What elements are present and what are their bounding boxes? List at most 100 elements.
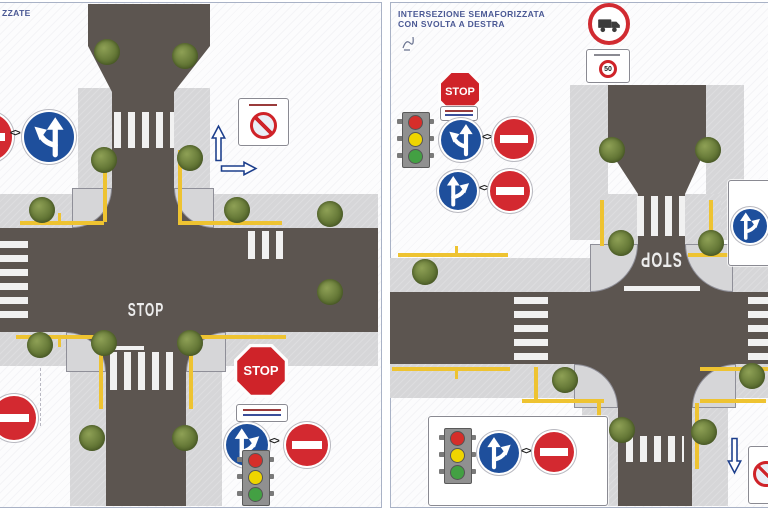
tree-icon <box>412 259 438 285</box>
curb-tick <box>455 246 458 254</box>
curb-marking <box>178 150 182 222</box>
tree-icon <box>94 39 120 65</box>
traffic-light-icon <box>237 450 274 506</box>
speed-limit-panel: 50 <box>586 49 630 83</box>
sign-panel <box>748 446 768 504</box>
tree-icon <box>695 137 721 163</box>
exchange-symbol: <> <box>521 446 532 457</box>
curb-marking <box>600 200 604 246</box>
tree-icon <box>91 147 117 173</box>
tree-icon <box>691 419 717 445</box>
truck-ban-sign-icon <box>588 3 630 45</box>
stop-supplementary-panel <box>440 106 478 121</box>
panel-fine-print <box>243 414 281 416</box>
curb-tick <box>58 339 61 347</box>
curb-marking <box>392 367 510 371</box>
exchange-symbol: <> <box>482 132 493 143</box>
curb-tick <box>58 213 61 221</box>
tree-icon <box>698 230 724 256</box>
crosswalk <box>748 296 768 360</box>
annotation-squiggle-icon <box>400 34 416 52</box>
stop-supplementary-panel <box>236 404 288 422</box>
road-marking-stop: STOP <box>640 248 682 272</box>
mandatory-straight-left-sign-icon <box>24 112 74 162</box>
sign-panel <box>728 180 768 266</box>
direction-arrow-up-icon <box>211 118 226 168</box>
tree-icon <box>608 230 634 256</box>
curb-marking <box>700 399 766 403</box>
curb-tick <box>455 371 458 379</box>
curb-marking <box>189 339 193 409</box>
crosswalk <box>110 352 174 390</box>
tree-icon <box>27 332 53 358</box>
exchange-symbol: <> <box>479 183 490 194</box>
panel-fine-print <box>445 110 473 112</box>
curb-marking <box>522 399 604 403</box>
no-stopping-panel <box>238 98 289 146</box>
curb-marking <box>16 335 100 339</box>
stop-sign-label: STOP <box>243 363 279 379</box>
tree-icon <box>599 137 625 163</box>
no-entry-sign-icon <box>286 424 328 466</box>
no-stopping-sign-icon <box>250 112 277 139</box>
crosswalk <box>626 436 684 462</box>
road-horizontal <box>0 228 378 332</box>
sheet-title-fragment: ZZATE <box>2 8 31 18</box>
curb-marking <box>700 367 768 371</box>
curb-marking <box>534 367 538 401</box>
sheet-title-line1: INTERSEZIONE SEMAFORIZZATA <box>398 9 546 19</box>
survey-line <box>40 368 41 426</box>
no-stopping-sign-icon <box>753 461 768 487</box>
panel-fine-print <box>243 409 281 411</box>
road-marking-stop: STOP <box>127 299 165 321</box>
tree-icon <box>91 330 117 356</box>
curb-marking <box>99 339 103 409</box>
tree-icon <box>609 417 635 443</box>
panel-fine-print <box>445 114 473 116</box>
mandatory-straight-right-sign-icon <box>439 172 477 210</box>
stop-sign-icon: STOP <box>234 344 288 398</box>
curb-marking <box>398 253 508 257</box>
tree-icon <box>79 425 105 451</box>
tree-icon <box>552 367 578 393</box>
crosswalk <box>0 240 28 318</box>
crosswalk <box>114 112 174 148</box>
curb-marking <box>178 221 282 225</box>
curb-marking <box>103 150 107 222</box>
traffic-light-icon <box>397 112 434 168</box>
stop-line <box>624 286 700 291</box>
tree-icon <box>29 197 55 223</box>
crosswalk <box>514 296 548 360</box>
stop-line <box>108 346 144 350</box>
stop-sign-label: STOP <box>445 85 475 98</box>
tree-icon <box>172 43 198 69</box>
sidewalk-block <box>570 85 608 240</box>
tree-icon <box>739 363 765 389</box>
speed-limit-sign-icon: 50 <box>599 60 617 78</box>
mandatory-straight-right-sign-icon <box>733 209 767 243</box>
sheet-title-line2: CON SVOLTA A DESTRA <box>398 19 505 29</box>
crosswalk <box>637 196 685 236</box>
curb-marking <box>709 200 713 246</box>
tree-icon <box>317 279 343 305</box>
traffic-light-icon <box>439 428 476 484</box>
direction-arrow-right-icon <box>213 161 265 176</box>
curb-marking <box>20 221 104 225</box>
mandatory-straight-left-sign-icon <box>441 120 481 160</box>
road-approach-flare <box>608 85 706 148</box>
tree-icon <box>317 201 343 227</box>
direction-arrow-down-icon <box>727 432 742 480</box>
exchange-symbol: <> <box>10 128 21 139</box>
no-entry-sign-icon <box>494 119 534 159</box>
panel-fine-print <box>594 54 620 56</box>
curb-marking <box>190 335 286 339</box>
mandatory-straight-right-sign-icon <box>479 433 519 473</box>
crosswalk <box>248 231 286 259</box>
panel-fine-print <box>249 104 277 106</box>
tree-icon <box>172 425 198 451</box>
speed-limit-value: 50 <box>604 65 612 73</box>
no-entry-sign-icon <box>534 432 574 472</box>
tree-icon <box>177 145 203 171</box>
exchange-symbol: <> <box>269 436 280 447</box>
